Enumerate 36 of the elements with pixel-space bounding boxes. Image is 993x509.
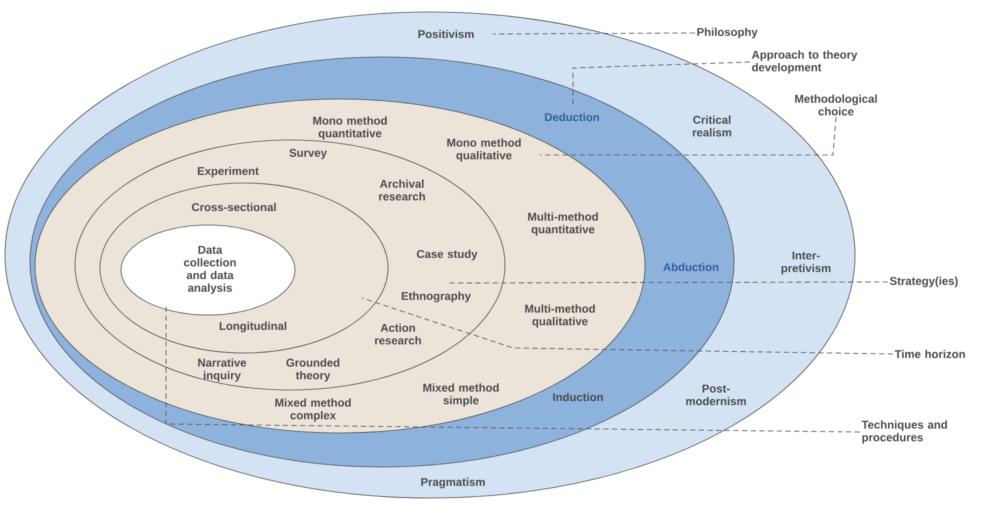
layer-label: Grounded theory <box>286 358 340 382</box>
layer-label: Mixed method complex <box>275 398 351 422</box>
layer-label: Survey <box>289 148 327 160</box>
layer-label: Multi-method qualitative <box>525 304 595 328</box>
layer-label: Induction <box>553 392 603 402</box>
layer-label: Abduction <box>663 262 718 272</box>
layer-label: Case study <box>416 250 478 260</box>
layer-label: Critical realism <box>692 116 732 136</box>
layer-label: Deduction <box>545 112 599 122</box>
leader-line <box>446 282 888 284</box>
layer-label: Mono method quantitative <box>313 116 387 140</box>
leader-line <box>362 298 894 354</box>
leader-line <box>166 306 860 432</box>
layer-name: Strategy(ies) <box>890 276 958 288</box>
layer-label: Cross-sectional <box>192 202 276 212</box>
layer-label: Action research <box>375 324 421 344</box>
layer-label: Narrative inquiry <box>198 358 246 382</box>
layer-label: Pragmatism <box>421 478 485 488</box>
layer-label: Experiment <box>198 166 259 178</box>
layer-name: Methodological choice <box>795 94 877 116</box>
layer-label: Mono method qualitative <box>447 138 521 162</box>
layer-label: Multi-method quantitative <box>528 212 598 236</box>
layer-label: Positivism <box>418 30 474 38</box>
layer-name: Philosophy <box>697 28 758 38</box>
layer-label: Post- modernism <box>686 384 746 406</box>
layer-label: Longitudinal <box>220 322 286 332</box>
layer-label: Mixed method simple <box>423 383 499 407</box>
layer-name: Time horizon <box>894 350 965 358</box>
leader-line <box>492 32 696 34</box>
layer-label: Archival research <box>379 180 425 200</box>
layer-name: Approach to theory development <box>752 50 858 74</box>
layer-name: Techniques and procedures <box>862 420 947 444</box>
layer-label: Ethnography <box>402 292 471 302</box>
leader-line <box>540 116 836 156</box>
layer-label: Inter- pretivism <box>782 252 830 274</box>
layer-label: Data collection and data analysis <box>184 246 236 294</box>
